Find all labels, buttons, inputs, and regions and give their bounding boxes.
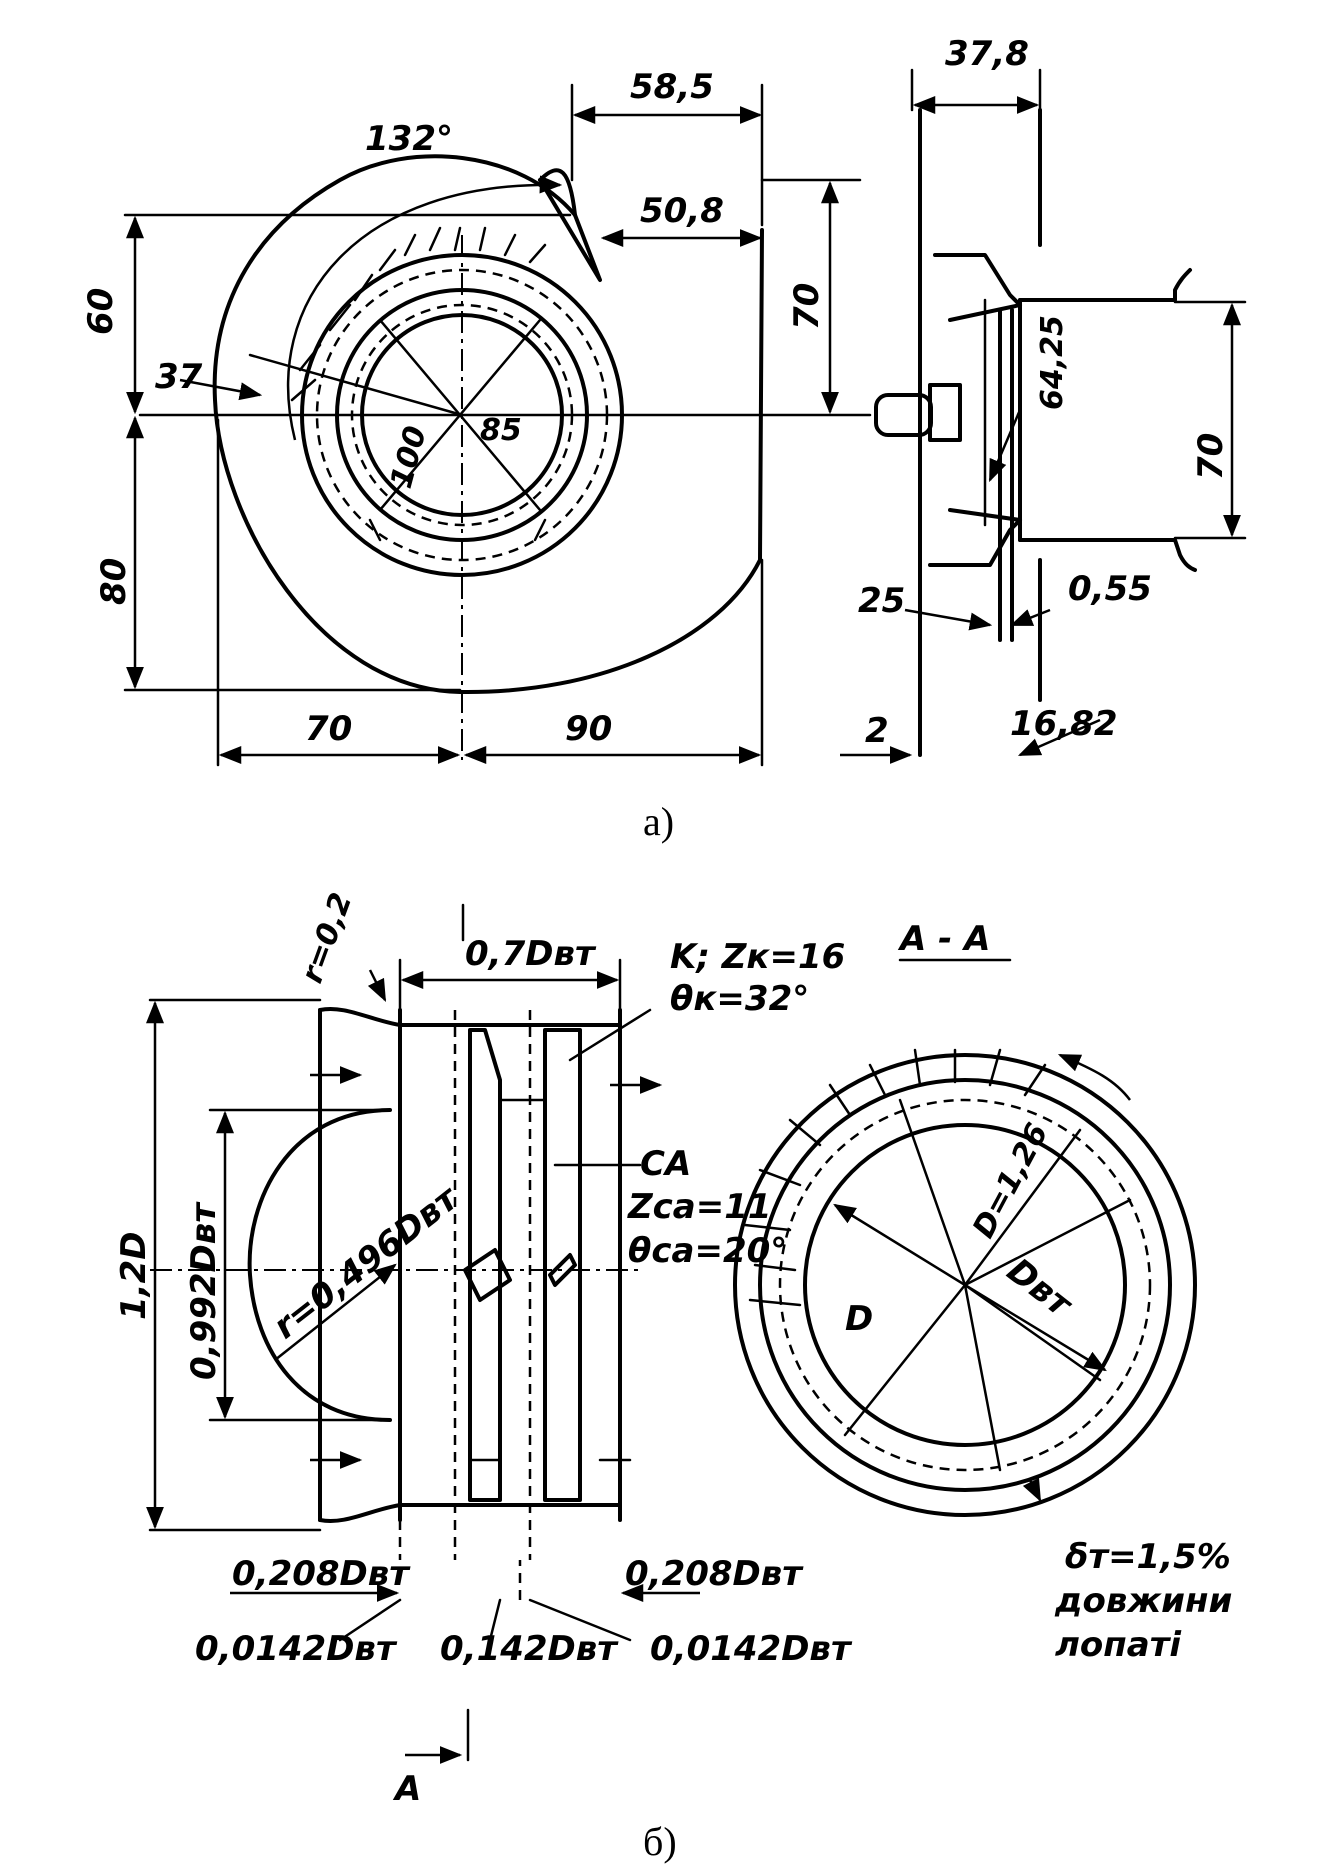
figure-b: r=0,2 0,7Dвт K; Zк=16 θк=32° A - A 1,2D … — [114, 888, 1232, 1864]
impeller-section-view — [146, 903, 700, 1764]
dimensions-a — [123, 83, 862, 767]
dim-37-8: 37,8 — [945, 34, 1029, 74]
label-0-7dbt: 0,7Dвт — [465, 934, 597, 974]
dim-70-horizontal: 70 — [305, 709, 352, 749]
dim-2: 2 — [865, 711, 889, 751]
fan-side-view — [840, 68, 1247, 764]
label-0-992dbt: 0,992Dвт — [184, 1201, 224, 1380]
label-1-2d: 1,2D — [114, 1232, 154, 1320]
dim-58-5: 58,5 — [630, 67, 714, 107]
dim-60: 60 — [81, 288, 121, 335]
label-ca: CA — [640, 1144, 691, 1184]
label-r-0-496dbt: r=0,496Dвт — [266, 1177, 468, 1347]
dim-70-right: 70 — [1191, 433, 1231, 480]
angle-132: 132° — [365, 119, 453, 159]
label-section-a: A — [392, 1769, 421, 1809]
dim-25: 25 — [858, 581, 905, 621]
label-theta-k: θк=32° — [670, 979, 809, 1019]
label-k-zk: K; Zк=16 — [670, 937, 845, 977]
dim-50-8: 50,8 — [640, 191, 724, 231]
dim-80: 80 — [94, 558, 134, 605]
impeller-blades-a — [290, 226, 547, 402]
impeller-blades-b — [743, 1048, 1047, 1307]
label-d: D — [845, 1299, 873, 1339]
label-section-aa: A - A — [897, 919, 990, 959]
label-0-0142dbt-left: 0,0142Dвт — [195, 1629, 398, 1669]
label-0-0142dbt-right: 0,0142Dвт — [650, 1629, 853, 1669]
caption-b: б) — [643, 1819, 677, 1864]
dim-0-55: 0,55 — [1068, 569, 1152, 609]
label-0-142dbt: 0,142Dвт — [440, 1629, 619, 1669]
dim-70-vertical: 70 — [787, 283, 827, 330]
label-theta-ca: θса=20° — [628, 1231, 787, 1271]
label-z-ca: Zса=11 — [627, 1187, 772, 1227]
dim-64-25: 64,25 — [1035, 315, 1070, 410]
dim-90: 90 — [565, 709, 612, 749]
label-r-0-2: r=0,2 — [295, 888, 360, 987]
label-dovzhyny: довжини — [1054, 1581, 1232, 1621]
caption-a: а) — [643, 799, 674, 844]
figure-a: 58,5 37,8 132° 50,8 60 70 64,25 70 37 10… — [81, 34, 1247, 844]
impeller-aa-view — [733, 958, 1197, 1517]
label-lopati: лопаті — [1055, 1625, 1182, 1665]
label-0-208dbt-left: 0,208Dвт — [232, 1554, 411, 1594]
label-0-208dbt-right: 0,208Dвт — [625, 1554, 804, 1594]
label-delta-t: δт=1,5% — [1065, 1537, 1231, 1577]
dim-100: 100 — [384, 423, 434, 493]
fan-housing-front-view — [138, 154, 872, 760]
dim-16-82: 16,82 — [1010, 704, 1118, 744]
dim-37: 37 — [155, 357, 203, 397]
dim-85: 85 — [480, 413, 522, 448]
